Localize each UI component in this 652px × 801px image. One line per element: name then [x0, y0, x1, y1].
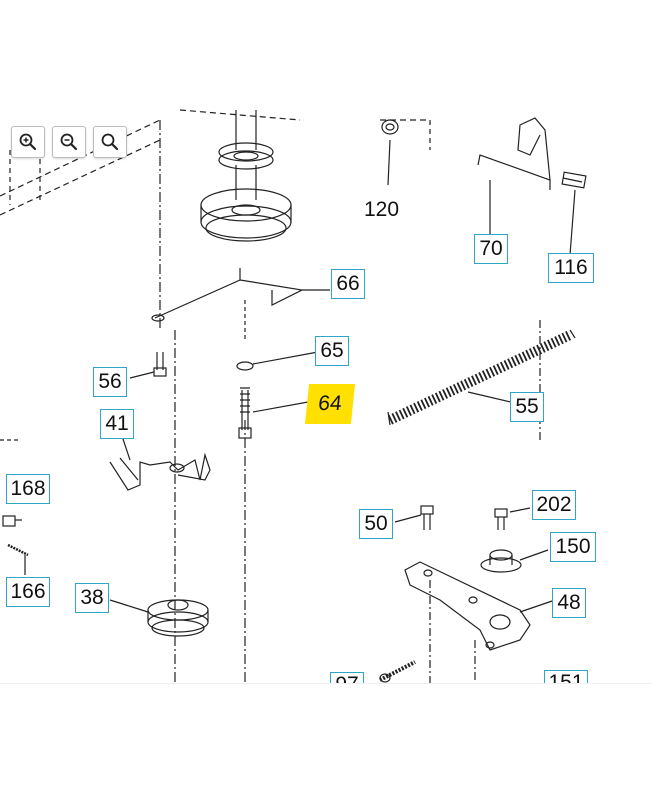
callout-55[interactable]: 55	[510, 392, 544, 422]
callout-150[interactable]: 150	[550, 532, 596, 562]
callout-48[interactable]: 48	[552, 588, 586, 618]
zoom-in-button[interactable]	[11, 126, 45, 158]
callout-70[interactable]: 70	[474, 234, 508, 264]
callout-64-highlighted[interactable]: 64	[304, 384, 356, 424]
callout-41[interactable]: 41	[100, 409, 134, 439]
callout-166[interactable]: 166	[6, 577, 50, 607]
viewer-bottom-area	[0, 683, 652, 801]
callout-116[interactable]: 116	[548, 253, 594, 283]
callout-50[interactable]: 50	[359, 509, 393, 539]
zoom-reset-button[interactable]	[93, 126, 127, 158]
callout-56[interactable]: 56	[93, 367, 127, 397]
callout-120: 120	[364, 198, 400, 221]
callout-151[interactable]: 151	[544, 670, 588, 686]
zoom-in-icon	[19, 133, 37, 151]
callout-168[interactable]: 168	[6, 474, 50, 504]
callout-97[interactable]: 97	[330, 672, 364, 686]
zoom-reset-icon	[101, 133, 119, 151]
callout-65[interactable]: 65	[315, 336, 349, 366]
callout-38[interactable]: 38	[75, 583, 109, 613]
callout-66[interactable]: 66	[331, 269, 365, 299]
callout-202[interactable]: 202	[532, 490, 576, 520]
zoom-out-icon	[60, 133, 78, 151]
zoom-out-button[interactable]	[52, 126, 86, 158]
